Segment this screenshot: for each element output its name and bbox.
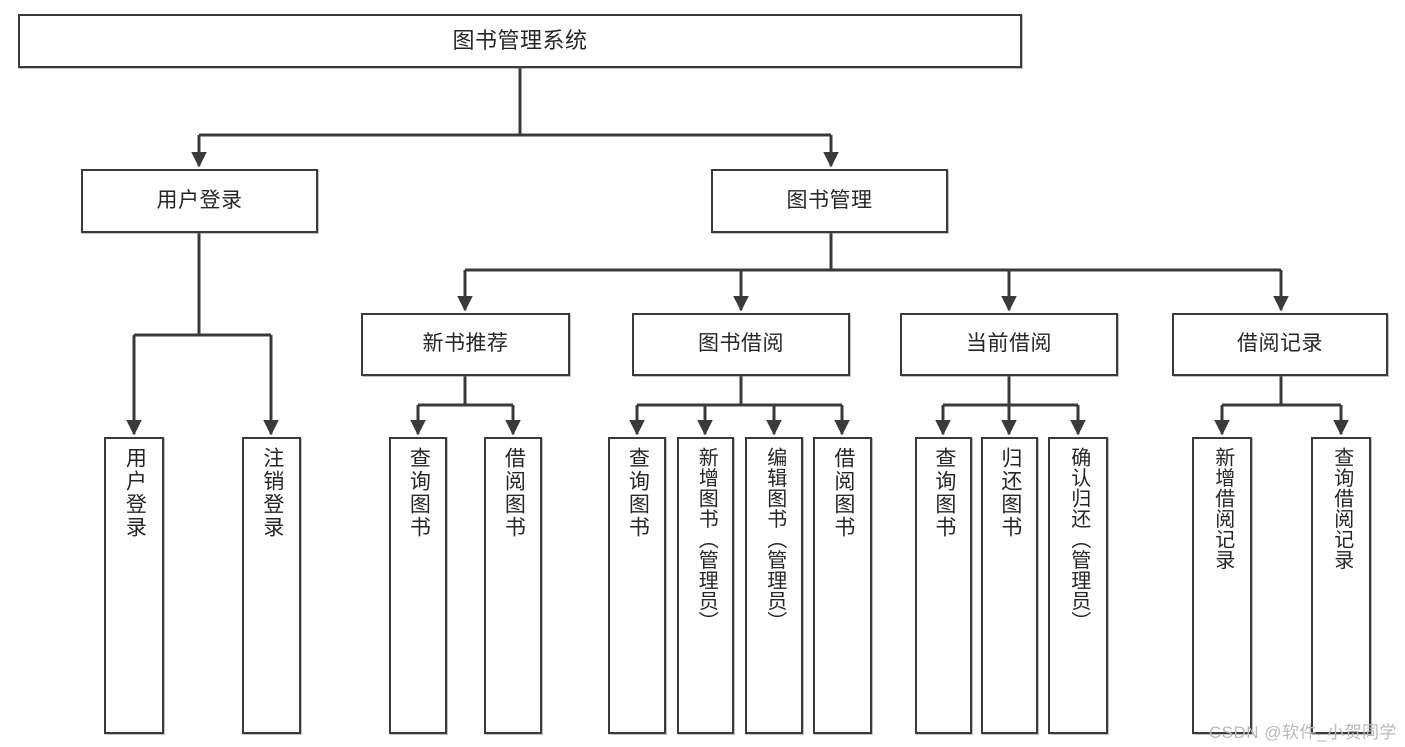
- node-leaf-confirm-return-label: 确认归还（管理员）: [1067, 447, 1090, 632]
- node-new-book-recommend-label: 新书推荐: [422, 332, 509, 356]
- node-leaf-add-book[interactable]: 新增图书（管理员）: [677, 437, 734, 734]
- node-user-login-label: 用户登录: [156, 188, 243, 212]
- node-leaf-add-book-label: 新增图书（管理员）: [695, 447, 718, 632]
- node-leaf-borrow-book-2[interactable]: 借阅图书: [813, 437, 872, 734]
- node-leaf-query-book-2-label: 查询图书: [626, 447, 650, 539]
- node-leaf-query-record[interactable]: 查询借阅记录: [1311, 437, 1371, 734]
- node-leaf-borrow-book-2-label: 借阅图书: [831, 447, 855, 539]
- node-leaf-edit-book-label: 编辑图书（管理员）: [763, 447, 786, 632]
- node-leaf-borrow-book-1[interactable]: 借阅图书: [484, 437, 542, 734]
- node-leaf-user-logout-label: 注销登录: [260, 447, 284, 539]
- node-book-borrow-label: 图书借阅: [698, 332, 784, 356]
- node-current-borrow-label: 当前借阅: [966, 332, 1052, 356]
- node-user-login[interactable]: 用户登录: [81, 169, 318, 233]
- watermark: CSDN @软件_小贺同学: [1208, 723, 1397, 742]
- node-current-borrow[interactable]: 当前借阅: [900, 313, 1118, 376]
- node-leaf-user-login-label: 用户登录: [123, 447, 147, 539]
- node-leaf-query-record-label: 查询借阅记录: [1330, 447, 1353, 570]
- node-leaf-edit-book[interactable]: 编辑图书（管理员）: [745, 437, 803, 734]
- node-leaf-query-book-3-label: 查询图书: [932, 447, 956, 539]
- node-leaf-return-book[interactable]: 归还图书: [981, 437, 1038, 734]
- node-leaf-borrow-book-1-label: 借阅图书: [502, 447, 526, 539]
- node-leaf-user-login[interactable]: 用户登录: [104, 437, 164, 734]
- node-book-borrow[interactable]: 图书借阅: [632, 313, 850, 376]
- node-borrow-record-label: 借阅记录: [1237, 332, 1323, 356]
- node-root[interactable]: 图书管理系统: [18, 14, 1022, 68]
- node-leaf-return-book-label: 归还图书: [998, 447, 1022, 539]
- node-leaf-query-book-3[interactable]: 查询图书: [915, 437, 972, 734]
- node-book-manage-label: 图书管理: [786, 188, 873, 212]
- node-leaf-add-record-label: 新增借阅记录: [1211, 447, 1234, 570]
- node-book-manage[interactable]: 图书管理: [711, 169, 948, 233]
- node-leaf-query-book-1-label: 查询图书: [407, 447, 431, 539]
- node-leaf-add-record[interactable]: 新增借阅记录: [1192, 437, 1252, 734]
- node-new-book-recommend[interactable]: 新书推荐: [361, 313, 570, 376]
- node-borrow-record[interactable]: 借阅记录: [1172, 313, 1388, 376]
- node-leaf-confirm-return[interactable]: 确认归还（管理员）: [1048, 437, 1108, 734]
- node-leaf-query-book-2[interactable]: 查询图书: [608, 437, 666, 734]
- node-leaf-user-logout[interactable]: 注销登录: [242, 437, 301, 734]
- node-root-label: 图书管理系统: [452, 28, 588, 54]
- node-leaf-query-book-1[interactable]: 查询图书: [389, 437, 447, 734]
